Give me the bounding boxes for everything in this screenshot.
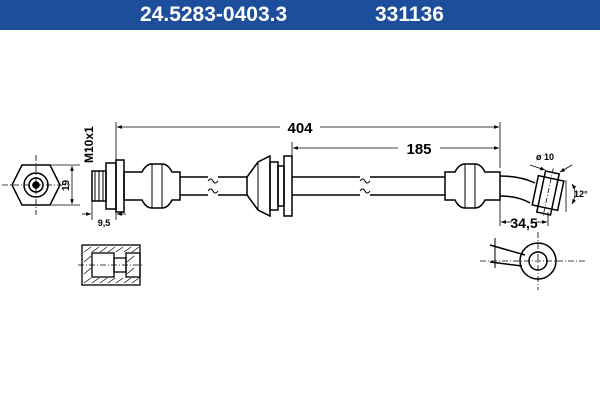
thread-label: M10x1 [82, 126, 96, 163]
part-number: 24.5283-0403.3 [140, 3, 288, 26]
partial-length-label: 185 [406, 141, 431, 158]
dim-eye-angle [565, 180, 577, 212]
dim-partial-length [291, 142, 499, 156]
eye-offset-label: 34,5 [510, 215, 537, 231]
fitting-length-label: 9,5 [98, 218, 111, 228]
reference-number: 331136 [375, 3, 444, 26]
right-crimp [444, 163, 501, 209]
banjo-eye-side [531, 168, 565, 218]
total-length-label: 404 [287, 120, 313, 137]
bent-pipe-lower [499, 195, 531, 204]
banjo-eye-top-view [480, 232, 585, 290]
bent-pipe-upper [499, 175, 536, 184]
eye-angle-label: 12° [574, 189, 588, 199]
technical-drawing: 19 M10x1 [2, 120, 588, 290]
dim-eye-offset [499, 200, 549, 226]
fitting-section-view [78, 244, 144, 286]
dim-fitting-length [82, 201, 126, 220]
left-crimp [123, 163, 181, 209]
dim-eye-diameter [529, 164, 573, 173]
dim-total-length [115, 122, 501, 170]
hex-width-label: 19 [61, 179, 72, 191]
eye-diameter-label: ø 10 [536, 152, 554, 162]
hose-assembly [91, 154, 565, 218]
fitting-end-view [2, 155, 80, 215]
break-marks [207, 175, 371, 197]
title-bar: 24.5283-0403.3 331136 [0, 0, 600, 30]
